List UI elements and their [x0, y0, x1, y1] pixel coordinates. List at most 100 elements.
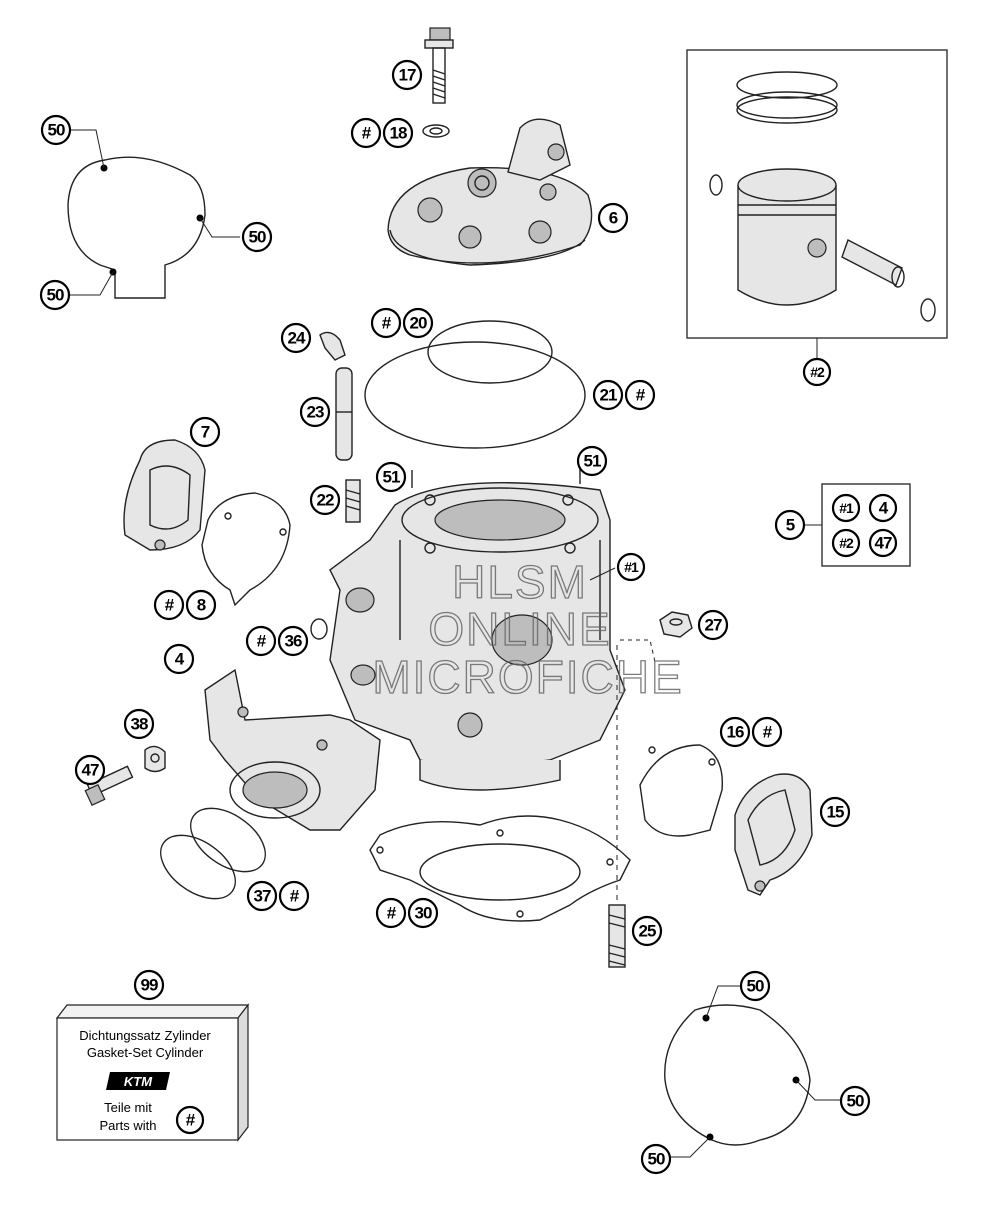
callout-22[interactable]: 22 [309, 484, 341, 516]
o-ring-small [310, 618, 328, 640]
hash-marker [350, 117, 382, 149]
callout-50[interactable]: 50 [739, 970, 771, 1002]
svg-text:4: 4 [879, 499, 889, 518]
hash-label: # [636, 386, 646, 405]
callout-15[interactable]: 15 [819, 796, 851, 828]
hash-label: # [387, 904, 397, 923]
pack-line-2: Gasket-Set Cylinder [87, 1045, 204, 1060]
callout-30[interactable]: 30 # [375, 897, 439, 929]
callout-6[interactable]: 6 [597, 202, 629, 234]
hash-marker [751, 716, 783, 748]
callout-27[interactable]: 27 [697, 609, 729, 641]
callout-50[interactable]: 50 [839, 1085, 871, 1117]
pack-line-4: Parts with [99, 1118, 156, 1133]
callout-label: 20 [410, 314, 427, 333]
head-bolt [424, 27, 454, 104]
exhaust-valve-cover [123, 439, 206, 551]
callout-51[interactable]: 51 [375, 461, 407, 493]
callout-label: 30 [415, 904, 432, 923]
hash-label: # [257, 632, 267, 651]
cylinder-stud [608, 904, 626, 968]
callout-50[interactable]: 50 [640, 1143, 672, 1175]
callout-23[interactable]: 23 [299, 396, 331, 428]
callout-4[interactable]: 4 [163, 643, 195, 675]
intake-bolt [84, 765, 134, 807]
piston-kit-box [686, 49, 948, 358]
callout-label: 51 [584, 452, 601, 471]
callout-label: 15 [827, 803, 844, 822]
callout-51[interactable]: 51 [576, 445, 608, 477]
svg-text:5: 5 [786, 516, 795, 535]
callout-24[interactable]: 24 [280, 322, 312, 354]
callout-label: 99 [141, 976, 158, 995]
set-item-2[interactable]: 4 [868, 493, 898, 523]
intake-o-rings [160, 807, 266, 900]
callout-piston-hash-2[interactable]: #2 [802, 357, 832, 387]
callout-label: 50 [47, 286, 64, 305]
callout-label: 21 [600, 386, 617, 405]
svg-text:#1: #1 [624, 559, 639, 575]
watermark: HLSM ONLINE MICROFICHE [372, 555, 683, 703]
callout-label: 50 [847, 1092, 864, 1111]
callout-8[interactable]: 8# [153, 589, 217, 621]
callout-99[interactable]: 99 [133, 969, 165, 1001]
head-o-rings [364, 320, 586, 449]
set-item-3[interactable]: #2 [831, 528, 861, 558]
callout-label: 50 [747, 977, 764, 996]
callout-20[interactable]: 20 # [370, 307, 434, 339]
callout-17[interactable]: 17 [391, 59, 423, 91]
hash-label: # [763, 723, 773, 742]
callout-set-5[interactable]: 5 [774, 509, 806, 541]
callout-50[interactable]: 50 [39, 279, 71, 311]
cylinder-nut [620, 611, 693, 663]
gasket-bottom-right [664, 985, 840, 1158]
pack-line-1: Dichtungssatz Zylinder [79, 1028, 211, 1043]
callout-label: 51 [383, 468, 400, 487]
svg-text:ONLINE: ONLINE [428, 603, 611, 655]
callout-label: 50 [648, 1150, 665, 1169]
hose-fittings [319, 331, 361, 523]
hash-label: # [290, 887, 300, 906]
callout-label: 24 [288, 329, 306, 348]
set-box: 5 #1 4 #2 47 [774, 483, 911, 567]
callout-37[interactable]: 37 # [246, 880, 310, 912]
hash-marker [370, 307, 402, 339]
callout-label: 8 [197, 596, 206, 615]
callout-cylinder-hash-1[interactable]: #1 [616, 552, 646, 582]
callout-50[interactable]: 50 [241, 221, 273, 253]
reed-plate [144, 745, 166, 773]
callout-47[interactable]: 47 [74, 754, 106, 786]
svg-text:#2: #2 [810, 364, 825, 380]
svg-text:#2: #2 [839, 535, 854, 551]
set-item-4[interactable]: 47 [868, 528, 898, 558]
callout-50[interactable]: 50 [40, 114, 72, 146]
callout-7[interactable]: 7 [189, 416, 221, 448]
pack-line-3: Teile mit [104, 1100, 152, 1115]
callout-label: 47 [82, 761, 99, 780]
hash-label: # [165, 596, 175, 615]
callout-36[interactable]: 36# [245, 625, 309, 657]
set-item-1[interactable]: #1 [831, 493, 861, 523]
hash-marker [375, 897, 407, 929]
base-gasket [369, 815, 631, 922]
callout-21[interactable]: 21 # [592, 379, 656, 411]
callout-label: 50 [48, 121, 65, 140]
hash-marker [624, 379, 656, 411]
callout-38[interactable]: 38 [123, 708, 155, 740]
hash-marker [278, 880, 310, 912]
callout-label: 37 [254, 887, 271, 906]
washer [422, 124, 450, 138]
ktm-logo: KTM [124, 1074, 153, 1089]
callout-label: 23 [307, 403, 324, 422]
callout-label: 22 [317, 491, 334, 510]
callout-label: 6 [609, 209, 618, 228]
cylinder-head [387, 118, 593, 266]
callout-18[interactable]: 18# [350, 117, 414, 149]
callout-label: 27 [705, 616, 722, 635]
cylinder [329, 465, 626, 791]
hash-marker [245, 625, 277, 657]
callout-25[interactable]: 25 [631, 915, 663, 947]
hash-label: # [382, 314, 392, 333]
callout-16[interactable]: 16# [719, 716, 783, 748]
callout-label: 17 [399, 66, 416, 85]
